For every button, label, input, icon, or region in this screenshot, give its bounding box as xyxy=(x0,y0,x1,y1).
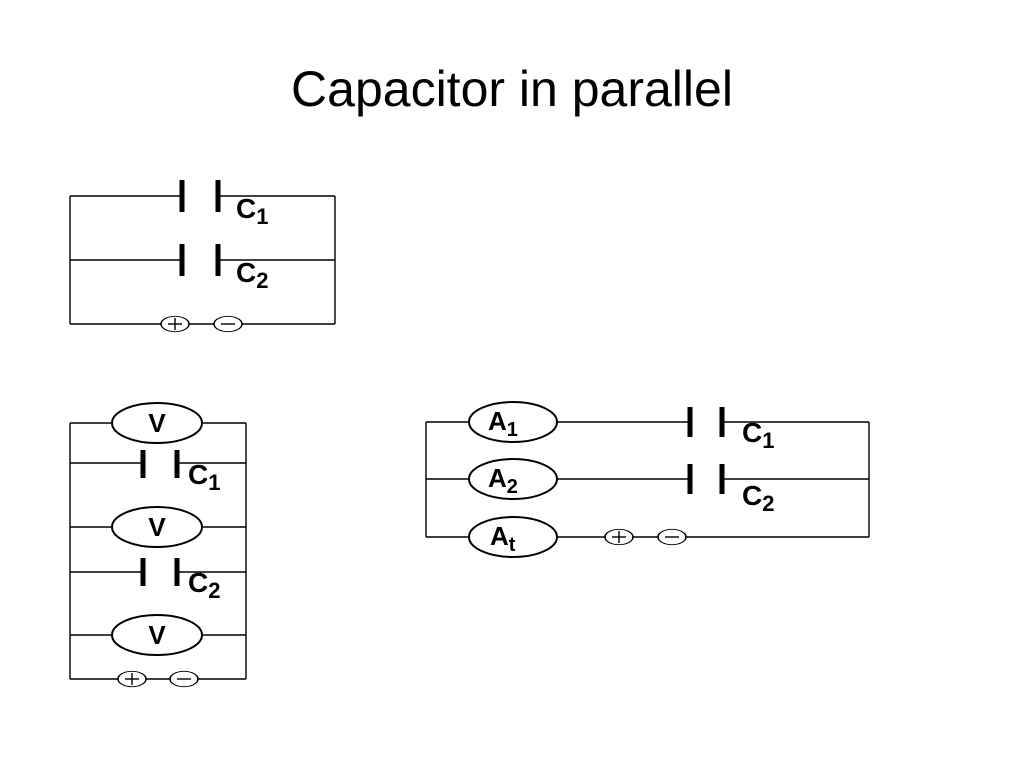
ammeter-label: A xyxy=(490,521,509,551)
circuit-ammeters: A1 C1 A2 C2 At xyxy=(425,401,870,558)
voltmeter-middle: V xyxy=(111,506,203,548)
capacitor-label: C xyxy=(188,459,208,490)
svg-text:C1: C1 xyxy=(188,459,220,495)
minus-terminal-icon xyxy=(213,315,243,333)
plus-terminal-icon xyxy=(604,528,634,546)
svg-text:A2: A2 xyxy=(488,463,518,498)
plus-terminal-icon xyxy=(117,670,147,688)
capacitor-c1: C1 xyxy=(179,180,268,229)
capacitor-subscript: 1 xyxy=(762,428,774,453)
capacitor-subscript: 2 xyxy=(208,578,220,603)
plus-terminal-icon xyxy=(160,315,190,333)
capacitor-subscript: 2 xyxy=(256,268,268,293)
capacitor-c2: C2 xyxy=(687,464,774,516)
svg-text:C2: C2 xyxy=(188,567,220,603)
ammeter-label: A xyxy=(488,406,507,436)
ammeter-total: At xyxy=(468,516,558,558)
circuit-voltmeters: V C1 V C2 V xyxy=(69,402,247,688)
capacitor-c2: C2 xyxy=(140,558,220,603)
ammeter-subscript: 1 xyxy=(507,419,518,441)
capacitor-c1: C1 xyxy=(687,407,774,453)
capacitor-label: C xyxy=(742,480,762,511)
capacitor-label: C xyxy=(188,567,208,598)
voltmeter-bottom: V xyxy=(111,614,203,656)
ammeter-subscript: 2 xyxy=(507,476,518,498)
voltmeter-top: V xyxy=(111,402,203,444)
ammeter-a1: A1 xyxy=(468,401,558,443)
voltmeter-label: V xyxy=(148,512,166,542)
ammeter-a2: A2 xyxy=(468,458,558,500)
capacitor-c2: C2 xyxy=(179,244,268,293)
minus-terminal-icon xyxy=(169,670,199,688)
capacitor-subscript: 2 xyxy=(762,491,774,516)
svg-text:C2: C2 xyxy=(236,257,268,293)
svg-text:C2: C2 xyxy=(742,480,774,516)
capacitor-label: C xyxy=(236,257,256,288)
capacitor-label: C xyxy=(236,193,256,224)
voltmeter-label: V xyxy=(148,620,166,650)
capacitor-subscript: 1 xyxy=(208,470,220,495)
capacitor-label: C xyxy=(742,417,762,448)
capacitor-subscript: 1 xyxy=(256,204,268,229)
ammeter-label: A xyxy=(488,463,507,493)
svg-text:C1: C1 xyxy=(236,193,268,229)
capacitor-c1: C1 xyxy=(140,450,220,495)
svg-text:C1: C1 xyxy=(742,417,774,453)
circuit-basic-parallel: C1 C2 xyxy=(69,180,336,333)
voltmeter-label: V xyxy=(148,408,166,438)
slide-title: Capacitor in parallel xyxy=(291,61,733,117)
svg-text:At: At xyxy=(490,521,516,556)
minus-terminal-icon xyxy=(657,528,687,546)
ammeter-subscript: t xyxy=(509,534,516,556)
svg-text:A1: A1 xyxy=(488,406,518,441)
